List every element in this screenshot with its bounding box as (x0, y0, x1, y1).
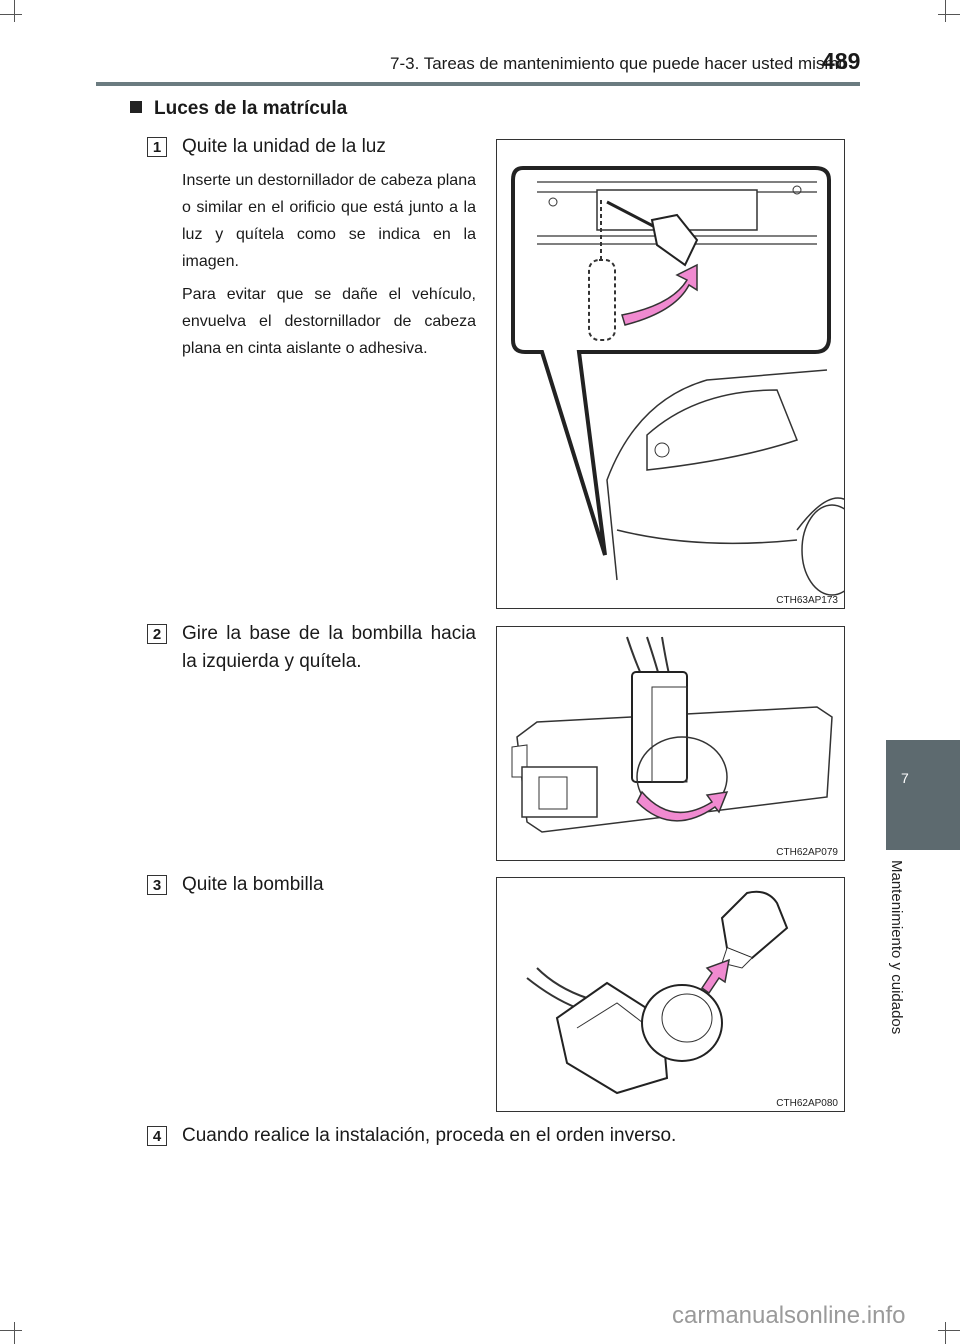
crop-mark (0, 14, 22, 15)
crop-mark (0, 1330, 22, 1331)
crop-mark (945, 1322, 946, 1344)
chapter-title: Mantenimiento y cuidados (888, 860, 905, 1035)
step-title: Quite la unidad de la luz (182, 136, 386, 157)
step-title: Gire la base de la bombilla hacia la izq… (182, 623, 476, 672)
crop-mark (938, 14, 960, 15)
chapter-number: 7 (901, 770, 909, 786)
step-title: Quite la bombilla (182, 874, 324, 895)
crop-mark (14, 0, 15, 22)
figure-rotate-socket: CTH62AP079 (496, 626, 845, 861)
step-number: 2 (147, 624, 167, 644)
crop-mark (945, 0, 946, 22)
section-title: 7-3. Tareas de mantenimiento que puede h… (390, 54, 849, 73)
chapter-tab: 7 (886, 740, 960, 850)
figure-remove-bulb: CTH62AP080 (496, 877, 845, 1112)
step-paragraph: Para evitar que se dañe el vehículo, env… (182, 286, 476, 357)
crop-mark (14, 1322, 15, 1344)
step-number: 1 (147, 137, 167, 157)
figure-light-removal: CTH63AP173 (496, 139, 845, 609)
step-title: Cuando realice la instalación, proceda e… (182, 1125, 677, 1146)
rotate-socket-illustration (511, 636, 833, 833)
step-number: 4 (147, 1126, 167, 1146)
step-paragraph: Inserte un destornillador de cabeza plan… (182, 172, 476, 270)
step-number: 3 (147, 875, 167, 895)
chapter-side-label: Mantenimiento y cuidados (888, 860, 918, 1070)
remove-bulb-illustration (526, 890, 789, 1095)
watermark: carmanualsonline.info (672, 1302, 906, 1329)
heading-text: Luces de la matrícula (154, 98, 348, 119)
crop-mark (938, 1330, 960, 1331)
section-heading: Luces de la matrícula (130, 98, 347, 120)
light-removal-illustration (511, 166, 844, 596)
page-number: 489 (822, 48, 861, 74)
square-bullet-icon (130, 101, 142, 113)
figure-code: CTH63AP173 (776, 595, 838, 606)
header-rule (96, 82, 860, 86)
figure-code: CTH62AP080 (776, 1098, 838, 1109)
figure-code: CTH62AP079 (776, 847, 838, 858)
